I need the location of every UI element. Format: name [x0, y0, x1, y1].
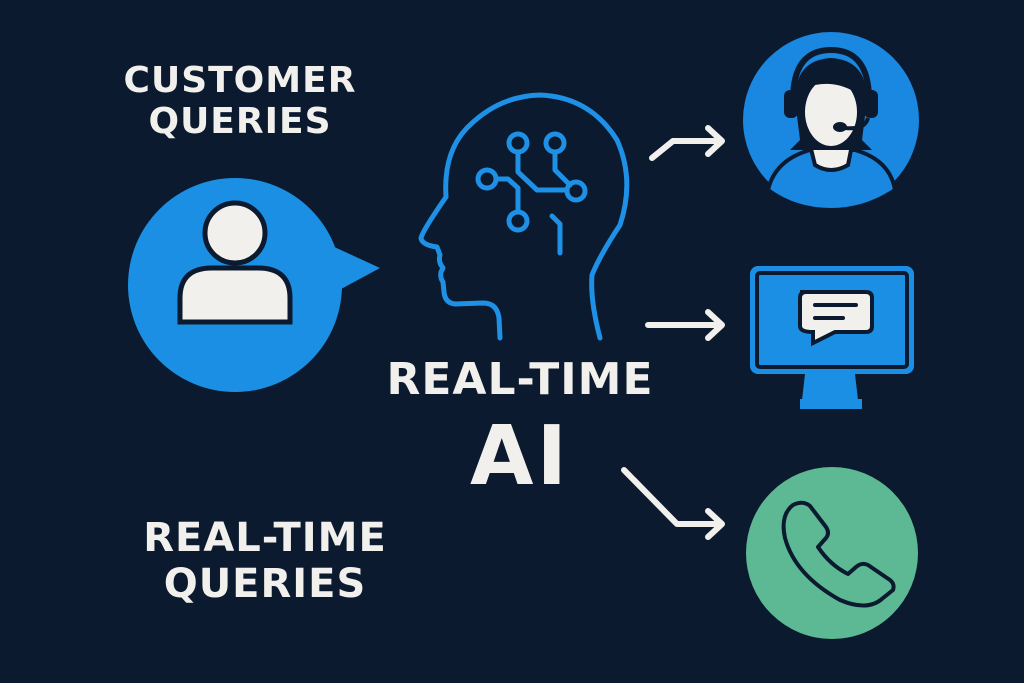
realtime-queries-line1: REAL-TIME: [143, 515, 387, 561]
customer-bubble: [128, 178, 380, 392]
chat-monitor-icon: [750, 266, 914, 409]
customer-queries-line2: QUERIES: [148, 101, 332, 143]
realtime-label: REAL-TIME: [386, 354, 654, 405]
ai-head-icon: [418, 92, 630, 341]
support-agent-icon: [743, 32, 919, 213]
ai-label: AI: [470, 409, 570, 504]
arrows: [621, 125, 725, 540]
customer-queries-line1: CUSTOMER: [123, 60, 357, 101]
arrow-to-agent: [649, 125, 725, 161]
user-icon: [177, 200, 293, 325]
customer-queries-label: CUSTOMER QUERIES: [95, 60, 385, 143]
phone-icon: [746, 467, 918, 639]
realtime-queries-line2: QUERIES: [163, 561, 367, 607]
arrow-to-chat: [645, 309, 725, 341]
realtime-queries-label: REAL-TIME QUERIES: [105, 515, 425, 607]
arrow-to-phone: [621, 467, 725, 540]
